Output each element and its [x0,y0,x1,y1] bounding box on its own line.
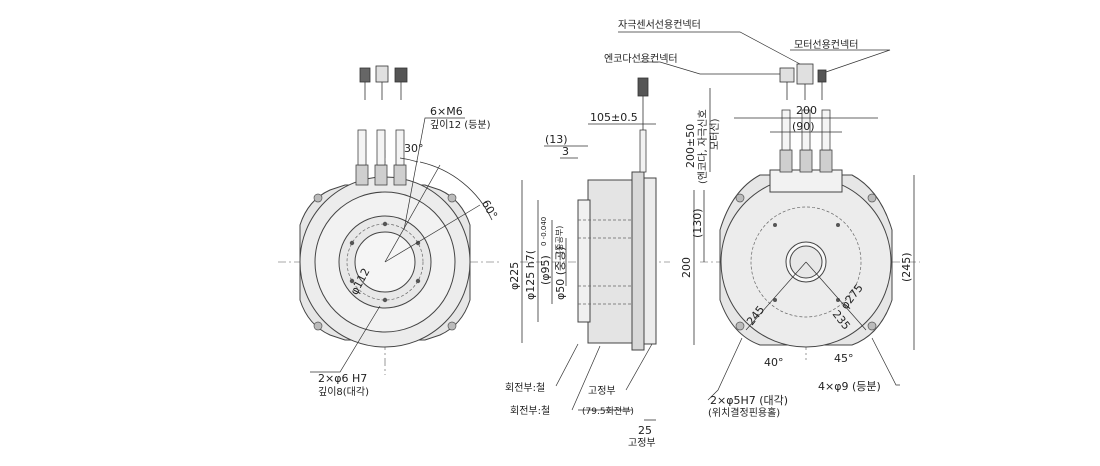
label-magnet-conn: 자극센서선용컨넥터 [618,19,701,31]
label-pos-pin: (위치결정핀용홀) [708,406,780,419]
label-encoder-conn: 엔코다선용컨넥터 [604,53,678,65]
label-stator2: 고정부 [628,437,656,449]
label-rotor1: 회전부:철 [505,382,545,394]
label-79-5: (79.5회전부) [582,406,634,417]
label-3: 3 [562,145,569,158]
label-245-right: (245) [900,252,913,282]
label-6xm6: 6×M6 [430,105,463,118]
label-hub: (중공부) [555,226,564,254]
label-phi95: (φ95) [539,255,552,285]
label-13: (13) [545,133,568,146]
front-connector-plugs [359,65,408,100]
front-cable-glands [355,129,407,186]
label-25: 25 [638,424,652,437]
label-depth8: 깊이8(대각) [318,386,369,398]
label-30deg: 30° [404,142,424,155]
front-view: 6×M6 깊이12 (등분) 30° 60° φ112 2×φ6 H7 깊이8(… [278,65,500,398]
label-phi50: φ50 (중공) [554,246,567,300]
label-phi225: φ225 [508,262,521,290]
label-200-top: 200 [796,104,817,117]
rear-view: 엔코다선용컨넥터 자극센서선용컨넥터 모터선용컨넥터 200±50 (엔코다, … [604,19,920,419]
label-200-50: 200±50 [684,124,697,168]
label-phi125: φ125 h7( [524,250,537,300]
label-40deg: 40° [764,356,784,369]
label-depth12: 깊이12 (등분) [430,119,491,131]
front-bolt-holes [349,221,421,303]
label-2xphi6: 2×φ6 H7 [318,372,367,385]
label-4xphi9: 4×φ9 (등분) [818,380,881,393]
label-90: (90) [792,120,815,133]
label-motor-conn: 모터선용컨넥터 [794,39,858,51]
label-cable-a: (엔코다, 자극신호 [697,109,709,184]
label-130: (130) [691,208,704,238]
label-cable-b: 모터선) [709,118,721,150]
label-200-left: 200 [680,257,693,278]
label-45deg: 45° [834,352,854,365]
label-2xphi5: 2×φ5H7 (대각) [710,394,788,407]
side-view: 105±0.5 (13) 3 φ225 φ125 h7( 0 -0.040 (φ… [505,77,670,449]
label-stator: 고정부 [588,385,616,397]
label-rotor2: 회전부:철 [510,405,550,417]
label-105: 105±0.5 [590,111,638,124]
label-tol: 0 -0.040 [540,217,548,246]
side-stator-flange [631,171,645,351]
side-rotor-body [587,179,633,344]
label-60deg: 60° [479,198,500,221]
